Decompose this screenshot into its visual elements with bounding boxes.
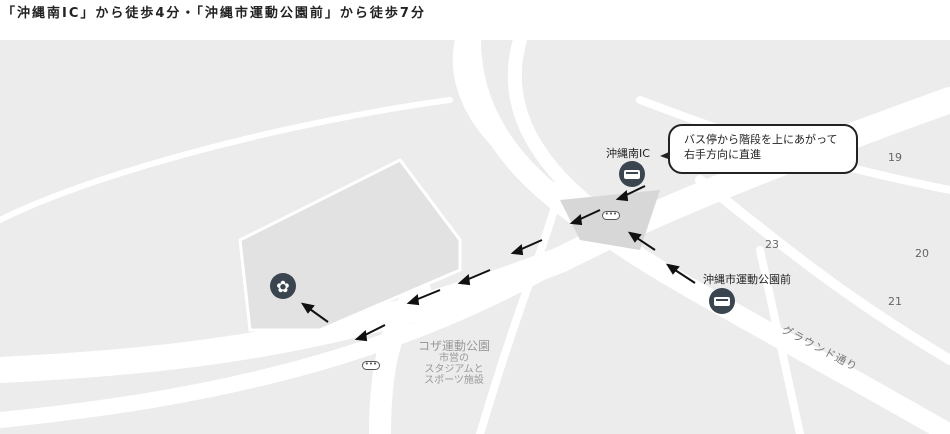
instruction-bubble: バス停から階段を上にあがって 右手方向に直進 <box>668 124 858 174</box>
pedestrian-crossing-icon: ••• <box>362 361 380 370</box>
park-name: コザ運動公園 <box>418 339 491 353</box>
bus-stop-label-okinawa-minami-ic: 沖縄南IC <box>606 147 650 160</box>
walking-route-arrows <box>300 185 696 342</box>
park-sub-2: スタジアムと <box>424 364 484 375</box>
bus-icon[interactable] <box>709 288 735 314</box>
page-title: 「沖縄南IC」から徒歩4分・「沖縄市運動公園前」から徒歩7分 <box>2 6 426 21</box>
block-number: 20 <box>915 247 929 260</box>
block-number: 19 <box>888 151 902 164</box>
block-number: 23 <box>765 238 779 251</box>
bubble-line-2: 右手方向に直進 <box>684 148 761 161</box>
bus-stop-label-undokoen-mae: 沖縄市運動公園前 <box>703 273 791 286</box>
flower-logo-icon[interactable]: ✿ <box>270 273 296 299</box>
park-sub-3: スポーツ施設 <box>424 375 484 386</box>
bus-icon[interactable] <box>619 161 645 187</box>
bubble-line-1: バス停から階段を上にあがって <box>684 133 838 146</box>
pedestrian-crossing-icon: ••• <box>602 211 620 220</box>
access-map[interactable]: バス停から階段を上にあがって 右手方向に直進 沖縄南IC 沖縄市運動公園前 ✿ … <box>0 40 950 434</box>
block-number: 21 <box>888 295 902 308</box>
park-sub-1: 市営の <box>439 353 469 364</box>
park-label: コザ運動公園 市営の スタジアムと スポーツ施設 <box>418 339 491 387</box>
